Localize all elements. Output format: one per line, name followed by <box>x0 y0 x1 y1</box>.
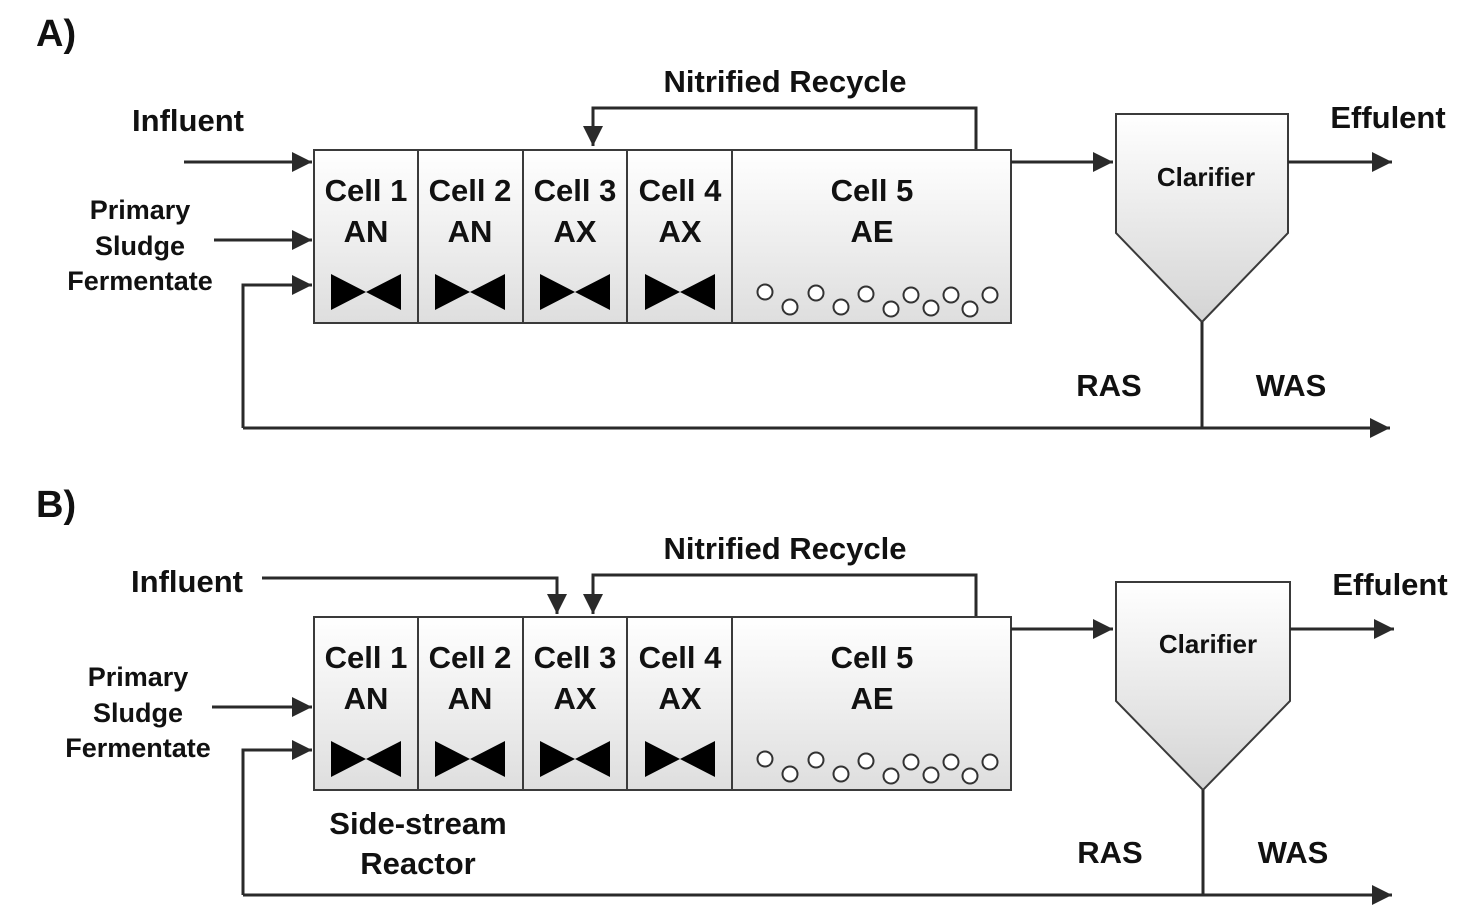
mixer-icon <box>540 741 610 777</box>
was-label: WAS <box>1258 835 1329 870</box>
cell-2-zone: AN <box>448 214 493 249</box>
panel-b: B) Influent Primary Sludge Fermentate Ni… <box>36 484 1448 905</box>
recycle-line <box>583 106 978 150</box>
panel-label: A) <box>36 13 76 55</box>
primary-sludge-label-1: Primary <box>90 195 191 225</box>
cell-1-name: Cell 1 <box>325 640 408 675</box>
primary-sludge-label-2: Sludge <box>95 231 185 261</box>
cell-4-name: Cell 4 <box>639 173 722 208</box>
clarifier-label: Clarifier <box>1157 162 1255 192</box>
cell-1-name: Cell 1 <box>325 173 408 208</box>
cell-1-zone: AN <box>344 214 389 249</box>
cell-5-zone: AE <box>850 214 893 249</box>
aeration-bubbles-icon <box>756 750 999 785</box>
primary-sludge-label-3: Fermentate <box>65 733 211 763</box>
cell-4-name: Cell 4 <box>639 640 722 675</box>
was-label: WAS <box>1256 368 1327 403</box>
aeration-bubbles-icon <box>756 283 999 318</box>
cell-3-name: Cell 3 <box>534 173 617 208</box>
cell-1-zone: AN <box>344 681 389 716</box>
mixer-icon <box>331 741 401 777</box>
mixer-icon <box>331 274 401 310</box>
primary-sludge-label-2: Sludge <box>93 698 183 728</box>
cell-5-zone: AE <box>850 681 893 716</box>
clarifier-tank <box>1115 113 1289 324</box>
influent-label: Influent <box>132 103 244 138</box>
cell-3-zone: AX <box>553 214 596 249</box>
cell-5-name: Cell 5 <box>831 173 914 208</box>
primary-sludge-label-3: Fermentate <box>67 266 213 296</box>
panel-label: B) <box>36 484 76 526</box>
mixer-icon <box>435 274 505 310</box>
recycle-line <box>583 573 978 617</box>
influent-label: Influent <box>131 564 243 599</box>
mixer-icon <box>645 741 715 777</box>
side-stream-label-1: Side-stream <box>329 806 506 841</box>
effluent-label: Effulent <box>1330 100 1445 135</box>
cell-4-zone: AX <box>658 214 701 249</box>
cell-2-name: Cell 2 <box>429 173 512 208</box>
mixer-icon <box>540 274 610 310</box>
ras-return-line <box>241 740 312 895</box>
side-stream-label-2: Reactor <box>360 846 475 881</box>
cell-5-name: Cell 5 <box>831 640 914 675</box>
ras-label: RAS <box>1077 835 1142 870</box>
cell-3-zone: AX <box>553 681 596 716</box>
ras-return-line <box>241 275 312 428</box>
clarifier-tank <box>1115 581 1291 792</box>
effluent-label: Effulent <box>1332 567 1447 602</box>
clarifier-label: Clarifier <box>1159 629 1257 659</box>
panel-a: A) Influent Primary Sludge Fermentate Ni… <box>36 13 1446 438</box>
mixer-icon <box>435 741 505 777</box>
mixer-icon <box>645 274 715 310</box>
recycle-label: Nitrified Recycle <box>664 64 907 99</box>
recycle-label: Nitrified Recycle <box>664 531 907 566</box>
ras-label: RAS <box>1076 368 1141 403</box>
cell-3-name: Cell 3 <box>534 640 617 675</box>
primary-sludge-label-1: Primary <box>88 662 189 692</box>
influent-arrow <box>262 576 567 614</box>
cell-2-name: Cell 2 <box>429 640 512 675</box>
cell-2-zone: AN <box>448 681 493 716</box>
cell-4-zone: AX <box>658 681 701 716</box>
